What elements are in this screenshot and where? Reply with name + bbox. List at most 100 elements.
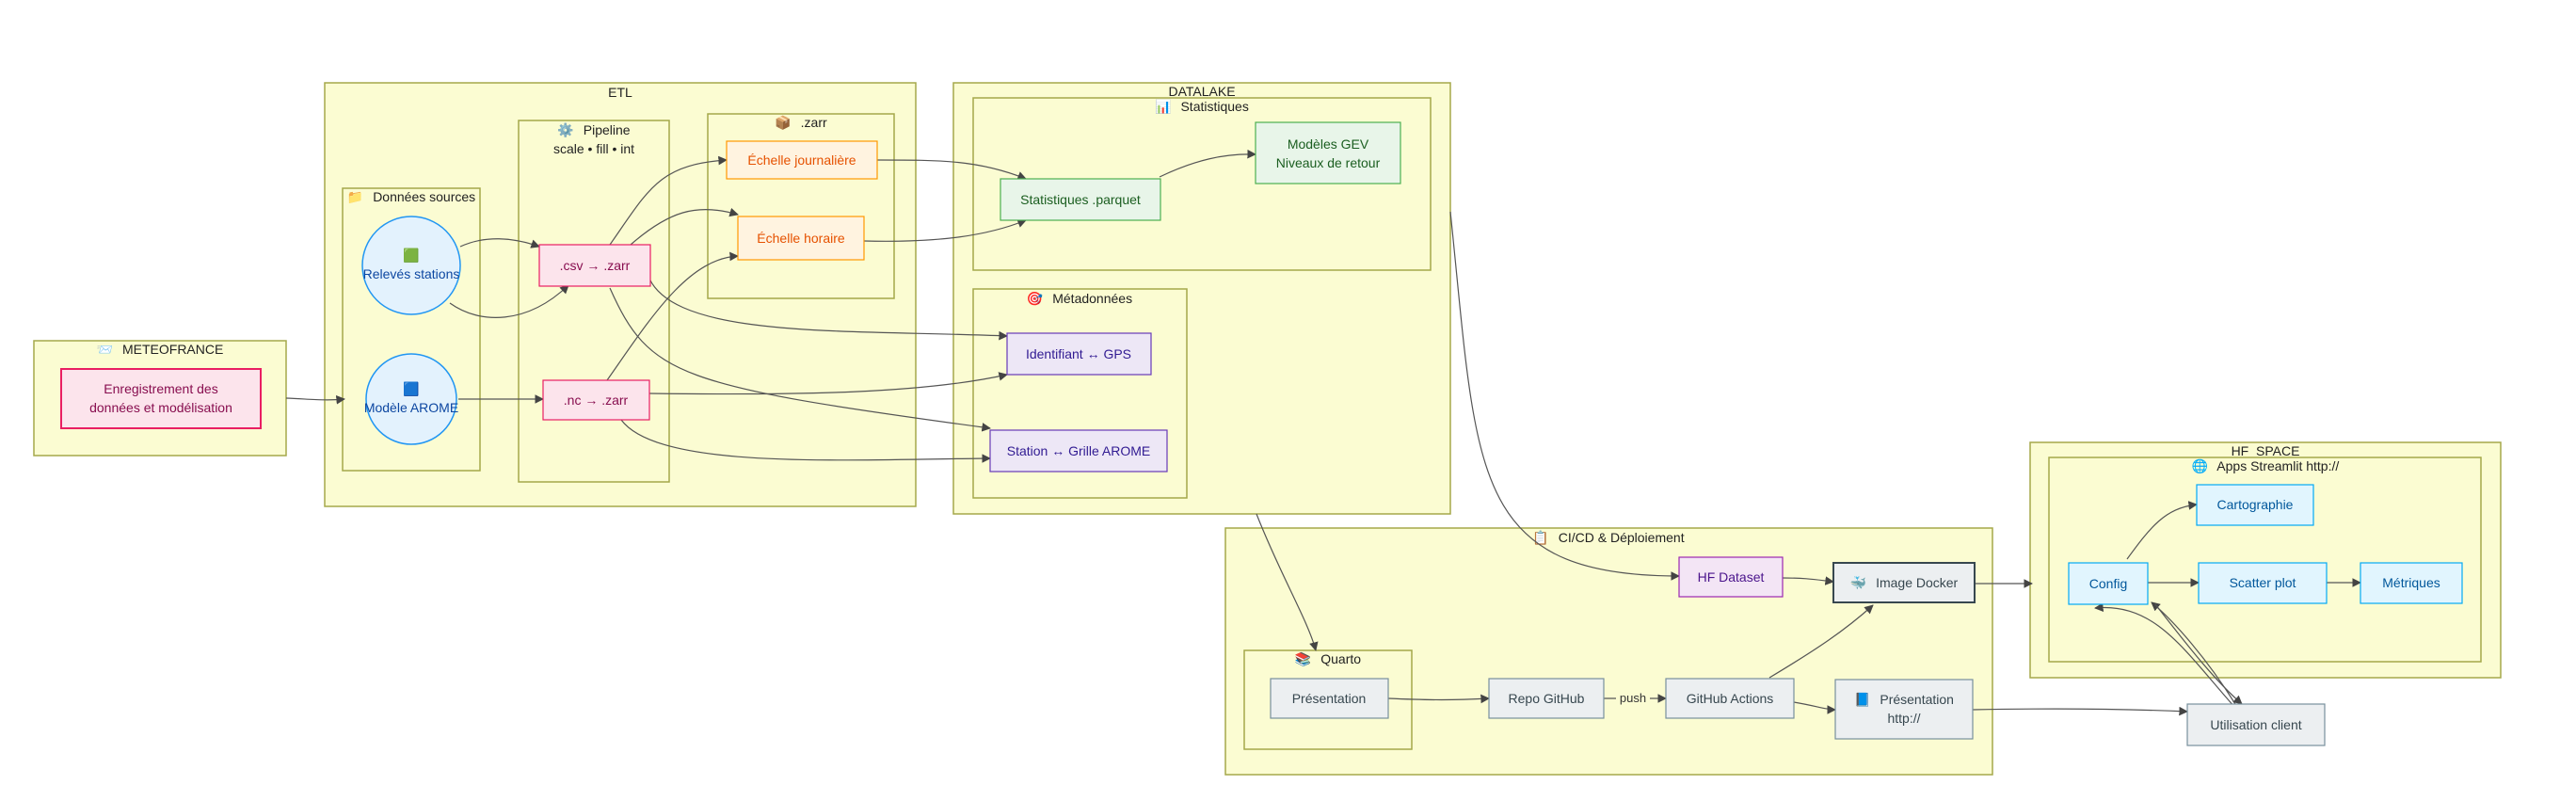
cluster-etl-label: ETL	[608, 85, 632, 100]
node-identifiant-gps[interactable]: Identifiant ↔ GPS	[1006, 332, 1152, 376]
cluster-apps-streamlit-label: Apps Streamlit http://	[2216, 458, 2339, 473]
edge-push-label: push	[1620, 691, 1646, 705]
folder-icon: 📁	[347, 189, 363, 204]
edge-stats-to-gev	[1159, 149, 1256, 178]
bar-chart-icon: 📊	[1155, 99, 1171, 115]
node-statistiques-parquet-label: Statistiques .parquet	[1020, 192, 1141, 207]
node-presentation-label: Présentation	[1292, 691, 1367, 706]
node-image-docker-label: Image Docker	[1876, 575, 1958, 590]
edge-datalake-to-quarto	[1256, 513, 1319, 651]
blue-square-icon: 🟦	[403, 381, 419, 397]
whale-icon: 🐳	[1850, 575, 1866, 590]
node-modeles-gev-line2: Niveaux de retour	[1276, 155, 1381, 170]
cluster-zarr-label: .zarr	[801, 115, 827, 130]
edge-csv-to-identifiant	[648, 278, 1008, 341]
node-config[interactable]: Config	[2068, 562, 2149, 605]
node-releves-stations[interactable]: 🟩 Relevés stations	[361, 216, 461, 315]
edge-nc-to-horaire	[606, 251, 739, 381]
node-scatter-plot-label: Scatter plot	[2230, 575, 2296, 590]
node-presentation[interactable]: Présentation	[1270, 678, 1389, 719]
node-csv-zarr[interactable]: .csv → .zarr	[538, 244, 651, 287]
edge-presentation-http-to-client	[1972, 706, 2188, 716]
node-modele-arome[interactable]: 🟦 Modèle AROME	[364, 353, 458, 445]
node-scatter-plot[interactable]: Scatter plot	[2198, 562, 2328, 604]
node-utilisation-client[interactable]: Utilisation client	[2186, 703, 2326, 746]
node-image-docker[interactable]: 🐳 Image Docker	[1832, 562, 1976, 603]
node-statistiques-parquet[interactable]: Statistiques .parquet	[1000, 178, 1161, 221]
node-presentation-http[interactable]: 📘 Présentation http://	[1834, 679, 1974, 740]
cluster-statistiques-label: Statistiques	[1180, 99, 1248, 114]
node-hf-dataset[interactable]: HF Dataset	[1678, 556, 1784, 598]
node-echelle-horaire-label: Échelle horaire	[757, 231, 845, 246]
edge-actions-to-presentation-http	[1793, 701, 1836, 714]
cluster-metadonnees-label: Métadonnées	[1052, 291, 1132, 306]
node-station-grille-arome[interactable]: Station ↔ Grille AROME	[989, 429, 1168, 473]
node-modeles-gev-line1: Modèles GEV	[1288, 136, 1369, 152]
svg-text:⚙️ Pipeline: ⚙️ Pipeline	[557, 122, 630, 138]
edge-actions-to-docker	[1768, 604, 1874, 679]
node-nc-zarr-label: .nc → .zarr	[564, 392, 629, 408]
node-echelle-horaire[interactable]: Échelle horaire	[737, 216, 865, 261]
target-icon: 🎯	[1027, 291, 1044, 306]
node-presentation-http-line1: Présentation	[1880, 692, 1954, 707]
edge-journaliere-to-stats	[876, 159, 1027, 181]
edge-enregistrement-to-sources	[285, 395, 345, 405]
node-enregistrement[interactable]: Enregistrement des données et modélisati…	[60, 368, 262, 429]
svg-text:📘 Présentation: 📘 Présentation	[1854, 692, 1954, 707]
svg-text:📊 Statistiques: 📊 Statistiques	[1155, 99, 1249, 115]
node-github-actions-label: GitHub Actions	[1687, 691, 1774, 706]
edge-client-to-config-low	[2094, 602, 2236, 709]
cluster-pipeline: ⚙️ Pipeline scale • fill • int	[518, 120, 670, 483]
node-releves-stations-label: Relevés stations	[363, 266, 460, 281]
cluster-cicd-label: CI/CD & Déploiement	[1559, 530, 1685, 545]
books-icon: 📚	[1295, 651, 1311, 667]
node-presentation-http-line2: http://	[1887, 711, 1920, 726]
node-repo-github[interactable]: Repo GitHub	[1488, 678, 1605, 719]
node-repo-github-label: Repo GitHub	[1509, 691, 1585, 706]
edge-csv-to-horaire	[630, 207, 739, 246]
cluster-datalake-label: DATALAKE	[1168, 84, 1235, 99]
clipboard-icon: 📋	[1532, 530, 1548, 546]
edge-datalake-to-hf-dataset	[1449, 211, 1680, 581]
edge-releves-to-csv-top	[459, 238, 540, 248]
package-icon: 📦	[775, 115, 791, 131]
node-identifiant-gps-label: Identifiant ↔ GPS	[1026, 346, 1131, 361]
node-config-label: Config	[2089, 576, 2127, 591]
svg-text:📚 Quarto: 📚 Quarto	[1295, 651, 1361, 667]
node-github-actions[interactable]: GitHub Actions	[1665, 678, 1795, 719]
green-square-icon: 🟩	[403, 248, 419, 264]
edges: push	[285, 149, 2361, 716]
edge-presentation-to-repo	[1387, 694, 1490, 704]
edge-csv-to-station-grille	[609, 287, 991, 432]
node-modele-arome-label: Modèle AROME	[364, 400, 458, 415]
cluster-pipeline-sublabel: scale • fill • int	[553, 141, 634, 156]
globe-icon: 🌐	[2192, 458, 2208, 474]
node-enregistrement-line2: données et modélisation	[89, 400, 232, 415]
cluster-pipeline-label: Pipeline	[584, 122, 631, 137]
node-csv-zarr-label: .csv → .zarr	[560, 258, 631, 273]
node-hf-dataset-label: HF Dataset	[1698, 569, 1765, 585]
cluster-hf-space-label: HF_SPACE	[2232, 443, 2300, 458]
node-echelle-journaliere-label: Échelle journalière	[747, 152, 856, 168]
node-cartographie[interactable]: Cartographie	[2196, 484, 2314, 526]
node-nc-zarr[interactable]: .nc → .zarr	[542, 379, 650, 421]
svg-text:📁 Données sources: 📁 Données sources	[347, 189, 475, 204]
edge-nc-to-identifiant	[648, 372, 1008, 395]
cluster-meteofrance-icon: 📨	[97, 342, 113, 357]
cluster-quarto-label: Quarto	[1320, 651, 1361, 666]
node-utilisation-client-label: Utilisation client	[2210, 717, 2301, 732]
edge-csv-to-journaliere	[609, 155, 728, 246]
edge-horaire-to-stats	[863, 218, 1027, 242]
cluster-meteofrance-label: METEOFRANCE	[122, 342, 223, 357]
node-metriques[interactable]: Métriques	[2360, 562, 2463, 604]
node-echelle-journaliere[interactable]: Échelle journalière	[726, 140, 878, 180]
node-enregistrement-line1: Enregistrement des	[104, 381, 217, 396]
svg-text:🐳 Image Docker: 🐳 Image Docker	[1850, 575, 1959, 590]
edge-push-label-bg	[1616, 690, 1650, 706]
edge-config-to-client	[2154, 603, 2243, 705]
edge-releves-to-csv-bottom	[449, 284, 569, 318]
svg-text:📦 .zarr: 📦 .zarr	[775, 115, 827, 131]
edge-nc-to-station-grille	[620, 419, 991, 463]
node-modeles-gev[interactable]: Modèles GEV Niveaux de retour	[1255, 121, 1401, 184]
